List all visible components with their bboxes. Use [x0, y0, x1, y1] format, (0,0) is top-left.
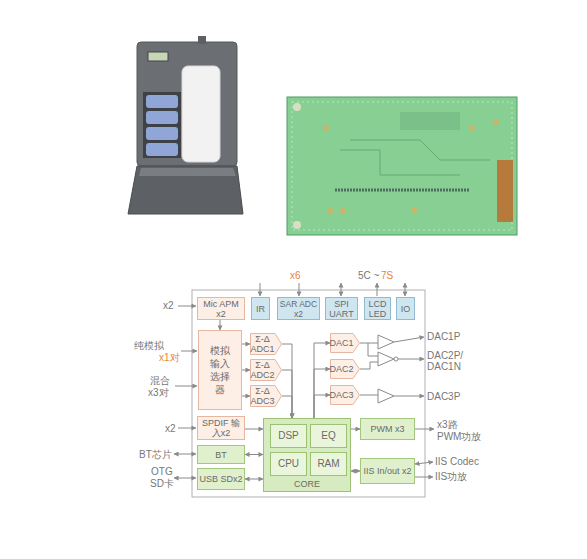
node-text: Mic APM x2 [198, 299, 244, 319]
adc-block: Σ-Δ ADC1 [250, 333, 282, 355]
node-text: 模拟输入选择器 [208, 344, 232, 396]
signal-label: BT芯片 [139, 449, 172, 460]
adc-block: Σ-Δ ADC2 [250, 359, 282, 381]
node-text: Σ-Δ ADC2 [250, 360, 275, 380]
node-text: Σ-Δ ADC3 [250, 386, 275, 406]
signal-label: IIS功放 [435, 471, 467, 482]
spdif-box: SPDIF 输入x2 [197, 416, 245, 440]
signal-label: PWM功放 [437, 431, 481, 442]
connector [242, 344, 250, 345]
amplifier-symbol [378, 335, 398, 403]
adc-box: SAR ADC x2 [277, 297, 320, 320]
mic-box: Mic APM x2 [197, 297, 245, 320]
signal-label: DAC3P [427, 391, 460, 402]
connector [282, 396, 292, 418]
connector [245, 479, 263, 480]
device-photo [128, 36, 243, 214]
connector [242, 370, 250, 371]
signal-label: SD卡 [150, 478, 174, 489]
node-text: CPU [278, 459, 299, 469]
signal-label: OTG [151, 466, 173, 477]
node-text: DAC3 [330, 390, 354, 400]
signal-label: DAC1N [427, 361, 461, 372]
signal-label: x2 [163, 300, 174, 311]
signal-label: x6 [290, 270, 301, 281]
node-text: RAM [317, 459, 339, 469]
iis-box: IIS In/out x2 [360, 458, 415, 484]
node-text: SPDIF 输入x2 [198, 418, 244, 438]
node-text: DSP [278, 431, 299, 441]
signal-label: 混合 [150, 375, 170, 386]
input-selector-box: 模拟输入选择器 [198, 330, 242, 410]
pcb-photo [287, 97, 517, 235]
node-text: SPI UART [326, 299, 357, 319]
node-text: CORE [264, 479, 350, 489]
bt-box: BT [197, 445, 245, 464]
signal-label: x3对 [148, 387, 169, 398]
node-text: USB SDx2 [199, 474, 242, 484]
connector [220, 320, 221, 330]
connector [245, 429, 263, 430]
ram-box: RAM [310, 452, 347, 476]
dac-block: DAC2 [330, 359, 360, 379]
node-text: BT [215, 450, 227, 460]
node-text: Σ-Δ ADC1 [250, 334, 275, 354]
node-text: EQ [321, 431, 335, 441]
connector [314, 395, 330, 418]
cpu-box: CPU [270, 452, 307, 476]
node-text: PWM x3 [370, 424, 404, 434]
node-text: IO [401, 304, 411, 314]
signal-label: x3路 [437, 419, 458, 430]
chip-outline [192, 290, 425, 497]
connector [245, 454, 263, 455]
signal-label: DAC2P/ [427, 350, 463, 361]
ir-box: IR [251, 297, 270, 320]
node-text: LCD LED [365, 299, 390, 319]
connector [282, 344, 292, 418]
node-text: SAR ADC x2 [278, 299, 319, 319]
core-box: CORE DSP EQ CPU RAM [263, 418, 351, 492]
node-text: DAC2 [330, 364, 354, 374]
dac-block: DAC1 [330, 333, 360, 353]
node-text: IIS In/out x2 [363, 466, 411, 476]
pwm-box: PWM x3 [360, 418, 415, 440]
connector [282, 370, 292, 418]
connector [351, 471, 360, 472]
usb-box: USB SDx2 [197, 468, 245, 490]
eq-box: EQ [310, 424, 347, 448]
signal-label: IIS Codec [435, 456, 479, 467]
node-text: DAC1 [330, 338, 354, 348]
adc-block: Σ-Δ ADC3 [250, 385, 282, 407]
node-text: IR [256, 304, 265, 314]
connector [351, 429, 360, 430]
signal-label: x2 [165, 423, 176, 434]
signal-label: 纯模拟 [134, 340, 164, 351]
signal-label: DAC1P [427, 331, 460, 342]
signal-label: 5C ~ [358, 270, 379, 281]
signal-label: x1对 [159, 352, 180, 363]
dac-block: DAC3 [330, 385, 360, 405]
connector [314, 369, 330, 418]
interface-box: SPI UART [325, 297, 358, 320]
connector [314, 343, 330, 418]
signal-label: 7S [381, 270, 393, 281]
display-box: LCD LED [364, 297, 391, 320]
dsp-box: DSP [270, 424, 307, 448]
connector [242, 396, 250, 397]
io-box: IO [396, 297, 415, 320]
